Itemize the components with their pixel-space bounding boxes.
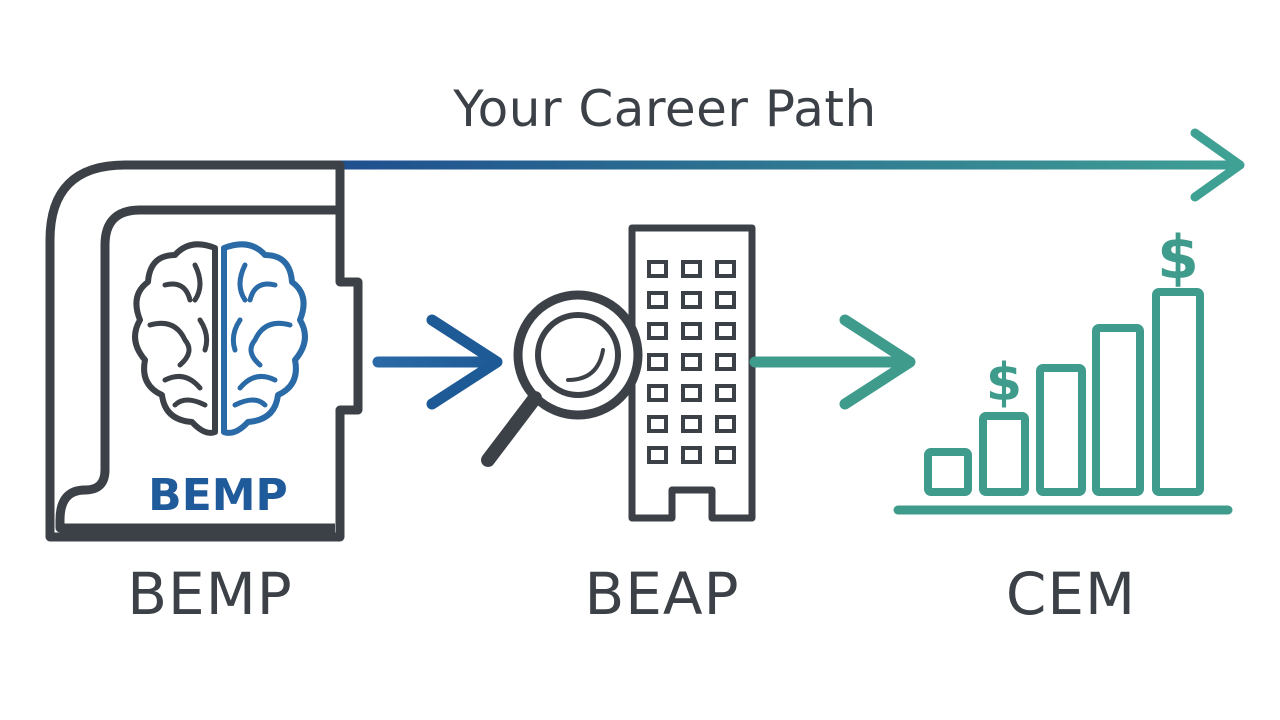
magnifier-building-icon [481, 224, 756, 522]
building-window [715, 353, 736, 371]
building-window [681, 260, 702, 278]
building-window [647, 260, 668, 278]
building-window [715, 384, 736, 402]
building-window [715, 322, 736, 340]
dollar-icon: $ [986, 353, 1022, 413]
building-window [681, 446, 702, 464]
building-window [647, 384, 668, 402]
building-window [681, 353, 702, 371]
building-window [715, 260, 736, 278]
dollar-icon: $ [1157, 223, 1199, 293]
building-window [681, 322, 702, 340]
building-window [715, 291, 736, 309]
arrow-right-icon [749, 314, 916, 410]
building-window [647, 446, 668, 464]
building-window [647, 322, 668, 340]
building-window [647, 353, 668, 371]
stage-label-cem: CEM [1005, 560, 1137, 628]
stage-label-bemp: BEMP [127, 560, 293, 628]
building-window [681, 291, 702, 309]
building-window [647, 415, 668, 433]
stage-badge: BEMP [148, 470, 288, 521]
building-window [681, 384, 702, 402]
page-title: Your Career Path [453, 80, 877, 138]
arrow-right-icon [372, 314, 503, 410]
growth-bar-chart-icon: $ $ [893, 223, 1233, 515]
building-window [681, 415, 702, 433]
building-window [647, 291, 668, 309]
brain-icon [132, 241, 308, 436]
building-icon [628, 224, 756, 522]
brain-document-icon: BEMP [45, 160, 363, 542]
career-path-arrow [335, 128, 1245, 202]
magnifier-icon [481, 290, 643, 467]
building-window [715, 415, 736, 433]
stage-label-beap: BEAP [584, 560, 740, 628]
building-window [715, 446, 736, 464]
